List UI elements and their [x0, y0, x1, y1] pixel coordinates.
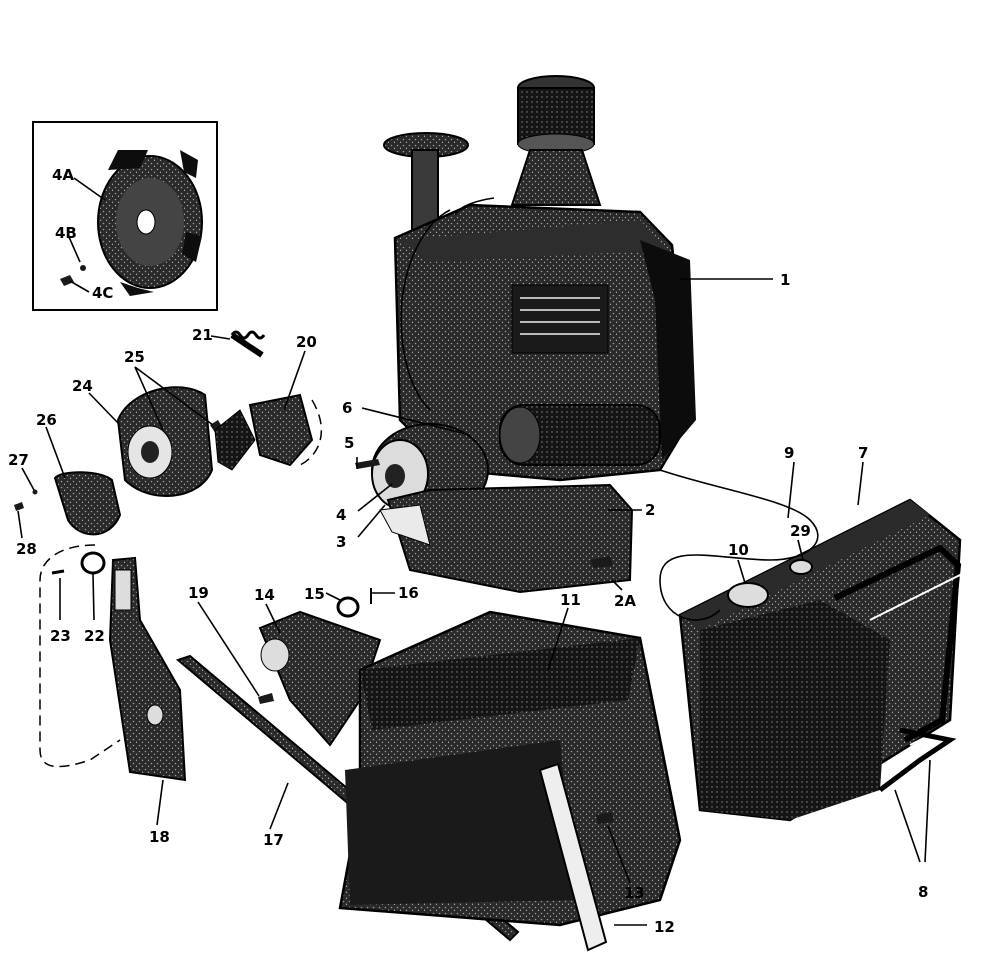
label-19: 19 — [188, 584, 209, 602]
base-pan-part-11 — [338, 610, 682, 927]
engine-base — [386, 483, 634, 594]
washer-part-27 — [32, 489, 38, 495]
part-2a — [590, 556, 613, 568]
label-18: 18 — [149, 828, 170, 846]
strap-part-12 — [538, 762, 608, 952]
fuel-tank-assembly — [659, 469, 974, 822]
label-14: 14 — [254, 586, 275, 604]
spring-part-21 — [230, 332, 264, 358]
label-1: 1 — [780, 271, 790, 289]
dashed-group-boundary-2 — [39, 544, 121, 768]
fan-shroud-group — [14, 330, 323, 536]
engine-assembly — [355, 75, 696, 594]
fastener-part-13 — [596, 812, 614, 824]
label-17: 17 — [263, 831, 284, 849]
fan-blade — [180, 150, 198, 178]
label-4a: 4A — [52, 166, 74, 184]
label-12: 12 — [654, 918, 675, 936]
spark-wire — [454, 197, 495, 216]
label-23: 23 — [50, 627, 71, 645]
inset-fan-detail — [32, 121, 218, 311]
label-26: 26 — [36, 411, 57, 429]
label-29: 29 — [790, 522, 811, 540]
label-27: 27 — [8, 451, 29, 469]
tank-end-face — [700, 600, 890, 820]
label-2: 2 — [645, 501, 655, 519]
label-20: 20 — [296, 333, 317, 351]
label-5: 5 — [344, 434, 354, 452]
fitting-part-29 — [789, 559, 813, 575]
washer-part-22 — [80, 551, 106, 575]
label-10: 10 — [728, 541, 749, 559]
filler-cap-part-10 — [727, 582, 769, 608]
nameplate — [511, 284, 609, 354]
label-8: 8 — [918, 883, 928, 901]
label-9: 9 — [784, 444, 794, 462]
label-24: 24 — [72, 377, 93, 395]
fan-hub-hole — [136, 209, 156, 235]
dashed-group-boundary — [299, 399, 323, 466]
ring-part-15 — [336, 596, 360, 618]
screw-part-28 — [14, 502, 24, 511]
governor-part-20 — [248, 393, 314, 467]
label-4b: 4B — [55, 224, 77, 242]
nameplate-lines — [520, 297, 600, 335]
fan-blade — [108, 150, 148, 170]
label-6: 6 — [342, 399, 352, 417]
callout-labels: 1 2 2A 3 4 4A 4B 4C 5 6 7 8 9 10 11 12 1… — [8, 166, 928, 936]
label-4: 4 — [336, 506, 346, 524]
tank-strap-part-8 — [833, 544, 962, 743]
label-3: 3 — [336, 533, 346, 551]
label-21: 21 — [192, 326, 213, 344]
label-22: 22 — [84, 627, 105, 645]
fan-blade — [120, 282, 154, 296]
flywheel-housing — [640, 240, 696, 460]
bolt-part-19 — [258, 693, 274, 704]
label-2a: 2A — [614, 592, 636, 610]
label-28: 28 — [16, 540, 37, 558]
fuel-line-part-9 — [659, 469, 819, 561]
brace-part-18 — [108, 556, 187, 782]
screw-part-4c — [60, 275, 74, 286]
label-25: 25 — [124, 348, 145, 366]
label-7: 7 — [858, 444, 868, 462]
bracket-group — [39, 544, 187, 782]
label-13: 13 — [624, 884, 645, 902]
label-16: 16 — [398, 584, 419, 602]
washer-part-4b — [80, 265, 86, 271]
leader-lines — [17, 177, 931, 926]
ignition-wire — [400, 209, 451, 411]
bracket-part-20a — [214, 409, 256, 471]
pin-part-23 — [51, 569, 65, 575]
fan-blade — [182, 232, 202, 262]
shroud-top — [400, 220, 668, 262]
air-cleaner-neck — [510, 149, 602, 206]
label-4c: 4C — [92, 284, 113, 302]
pan-side-face — [345, 740, 575, 905]
label-15: 15 — [304, 585, 325, 603]
bolt-part-5 — [355, 459, 380, 469]
cover-part-26 — [53, 471, 122, 536]
stack-pipe — [411, 149, 439, 231]
label-11: 11 — [560, 591, 581, 609]
